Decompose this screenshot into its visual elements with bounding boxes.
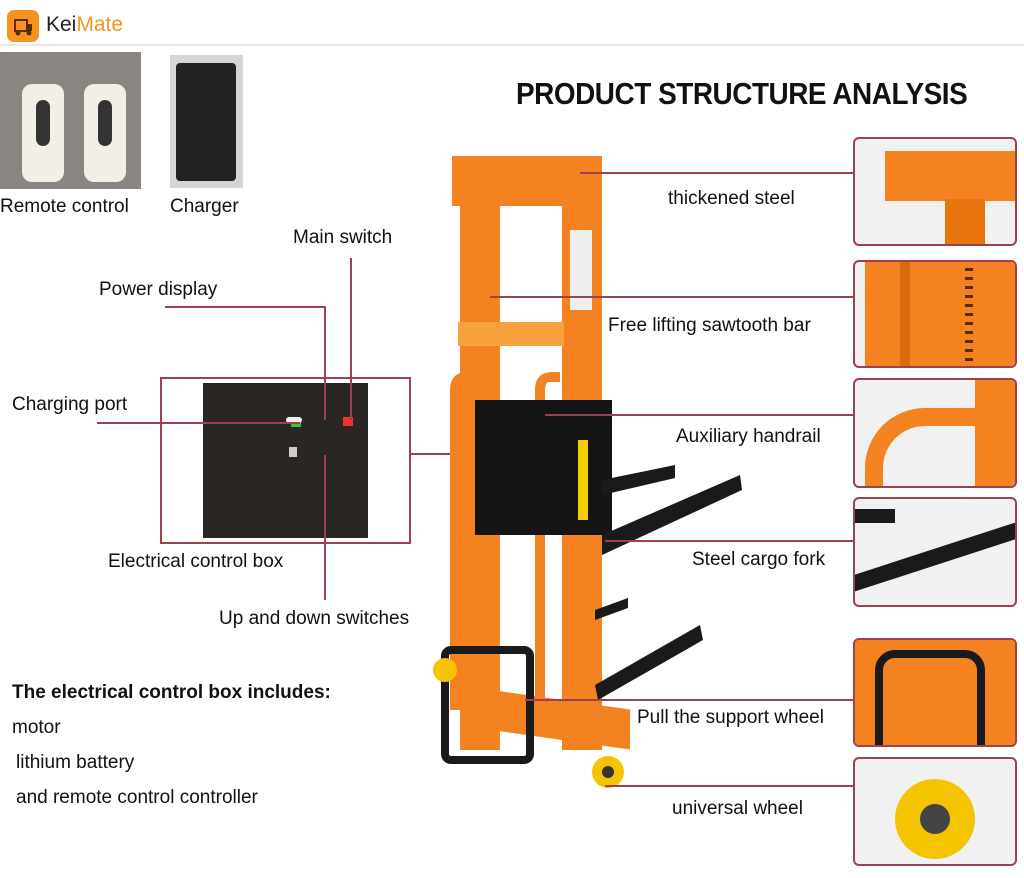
detail-universal-wheel: [853, 757, 1017, 866]
charger-photo: [170, 55, 243, 188]
charger-label: Charger: [170, 196, 239, 217]
charging-port-label: Charging port: [12, 394, 128, 415]
stacker-illustration: [433, 156, 742, 788]
forklift-icon[interactable]: [7, 10, 39, 42]
detail-support-wheel: [853, 638, 1017, 747]
control-box-frame: [160, 377, 411, 544]
remote-control-photo: [0, 52, 141, 189]
notes-heading: The electrical control box includes:: [12, 682, 331, 703]
callout-thickened-steel: thickened steel: [668, 188, 795, 209]
note-item: and remote control controller: [16, 787, 258, 808]
main-switch-label: Main switch: [293, 227, 393, 248]
control-box-photo: [203, 383, 368, 538]
detail-cargo-fork: [853, 497, 1017, 607]
detail-sawtooth-bar: [853, 260, 1017, 368]
callout-cargo-fork: Steel cargo fork: [692, 549, 826, 570]
detail-thickened-steel: [853, 137, 1017, 246]
callout-sawtooth-bar: Free lifting sawtooth bar: [608, 315, 811, 336]
detail-handrail: [853, 378, 1017, 488]
control-box-label: Electrical control box: [108, 551, 284, 572]
updown-switches-label: Up and down switches: [219, 608, 410, 629]
power-display-label: Power display: [99, 279, 218, 300]
callout-support-wheel: Pull the support wheel: [637, 707, 824, 728]
page-title: PRODUCT STRUCTURE ANALYSIS: [516, 76, 968, 111]
brand-logo[interactable]: KeiMate: [46, 13, 124, 36]
site-header: KeiMate: [0, 0, 1024, 46]
note-item: lithium battery: [16, 752, 135, 773]
note-item: motor: [12, 717, 61, 738]
remote-control-label: Remote control: [0, 196, 129, 217]
callout-universal-wheel: universal wheel: [672, 798, 803, 819]
callout-handrail: Auxiliary handrail: [676, 426, 821, 447]
